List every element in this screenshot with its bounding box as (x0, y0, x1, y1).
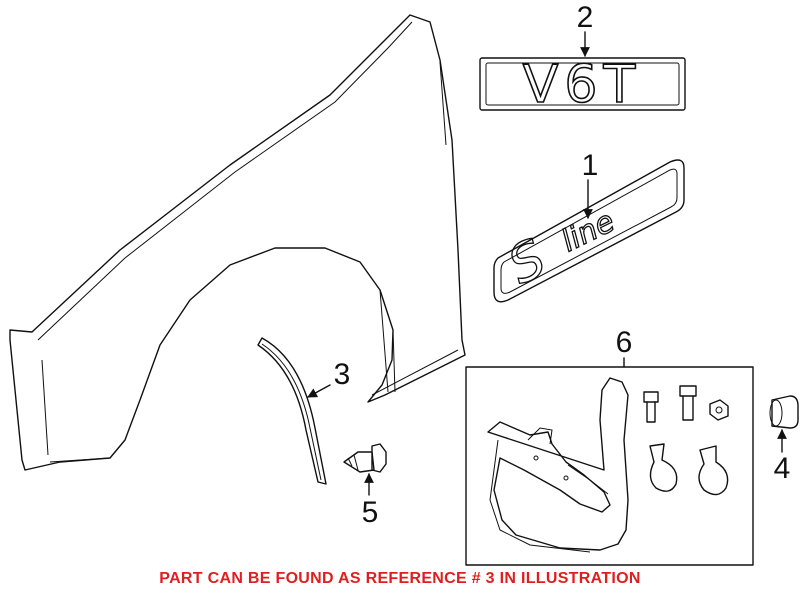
callout-2: 2 (577, 1, 594, 34)
cap-part (769, 395, 799, 429)
callout-1: 1 (582, 149, 599, 182)
reference-note: PART CAN BE FOUND AS REFERENCE # 3 IN IL… (159, 570, 641, 587)
bolt-2 (679, 385, 697, 421)
push-clip (343, 443, 387, 473)
callout-3: 3 (334, 358, 351, 391)
callout-leaders (307, 31, 787, 496)
callout-5: 5 (362, 496, 379, 529)
kit-box (465, 366, 754, 566)
fender-panel (9, 14, 466, 471)
callout-4: 4 (774, 452, 791, 485)
callout-6: 6 (616, 326, 633, 359)
mudflap-kit (465, 366, 754, 566)
bolt-1 (643, 391, 659, 423)
v6t-badge: V6T (479, 54, 686, 116)
clamp-2 (698, 445, 729, 496)
clamp-1 (649, 443, 678, 492)
nut (709, 399, 729, 421)
v6t-badge-text: V6T (523, 55, 641, 115)
arch-molding (257, 337, 327, 485)
